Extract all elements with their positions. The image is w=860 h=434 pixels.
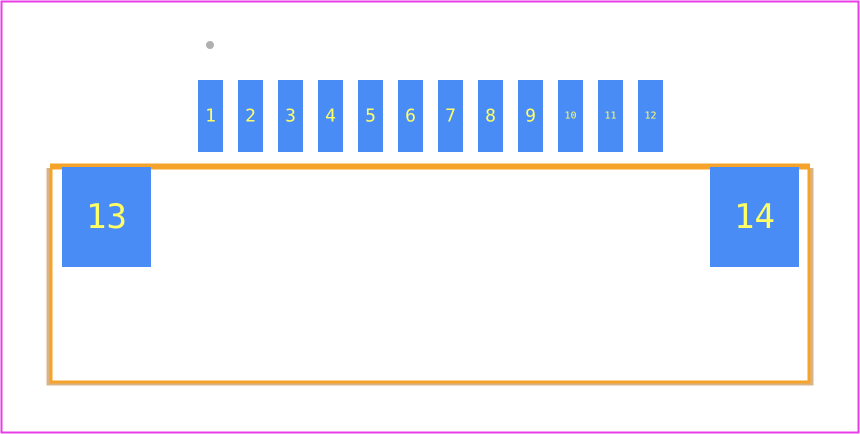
pad-label-12: 12 — [644, 111, 656, 122]
component-body-outline — [46, 163, 814, 386]
pad-3 — [278, 80, 303, 152]
pad-7 — [438, 80, 463, 152]
pad-label-10: 10 — [564, 111, 576, 122]
pad-label-5: 5 — [365, 106, 376, 127]
pad-label-3: 3 — [285, 106, 296, 127]
pad-label-14: 14 — [734, 197, 775, 237]
pad-label-9: 9 — [525, 106, 536, 127]
pad-label-4: 4 — [325, 106, 336, 127]
origin-marker — [206, 41, 214, 49]
pad-label-8: 8 — [485, 106, 496, 127]
pad-label-11: 11 — [604, 111, 616, 122]
body-outline-main — [49, 168, 811, 384]
pad-6 — [398, 80, 423, 152]
pad-12 — [638, 80, 663, 152]
pad-4 — [318, 80, 343, 152]
pad-5 — [358, 80, 383, 152]
pad-label-13: 13 — [86, 197, 127, 237]
pad-14 — [710, 167, 799, 267]
pad-label-1: 1 — [205, 106, 216, 127]
pad-label-7: 7 — [445, 106, 456, 127]
pad-2 — [238, 80, 263, 152]
pad-8 — [478, 80, 503, 152]
pad-10 — [558, 80, 583, 152]
pad-9 — [518, 80, 543, 152]
pad-1 — [198, 80, 223, 152]
pad-label-2: 2 — [245, 106, 256, 127]
body-outline-shadow — [46, 168, 814, 386]
pad-13 — [62, 167, 151, 267]
mount-pads: 13 14 — [62, 167, 799, 267]
pad-label-6: 6 — [405, 106, 416, 127]
pad-11 — [598, 80, 623, 152]
